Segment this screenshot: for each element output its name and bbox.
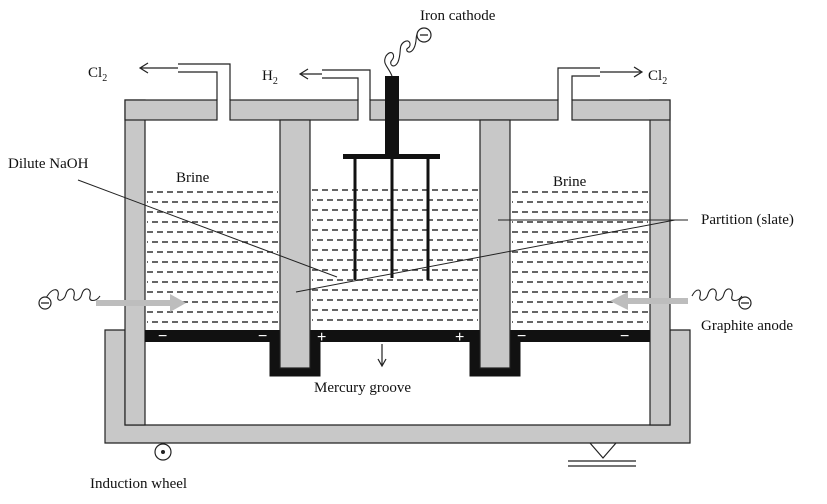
induction-wheel-hub (161, 450, 165, 454)
cl2-left-pipe (178, 63, 231, 100)
cl2-left-arrow (138, 62, 178, 74)
partition-right (479, 119, 511, 369)
cathode-bar (343, 154, 440, 159)
partition-left (279, 119, 311, 369)
mercury-sign-4: + (455, 329, 464, 346)
h2-label: H2 (262, 68, 278, 87)
cathode-coil-wire (384, 31, 421, 77)
right-anode-coil (691, 288, 743, 302)
cathode-rod (385, 76, 399, 156)
partition-leader-left (295, 219, 676, 293)
h2-pipe (322, 69, 371, 100)
mercury-sign-6: − (620, 328, 629, 345)
mercury-sign-1: − (158, 328, 167, 345)
cl2-right-arrow (600, 66, 644, 78)
lid-center-right (369, 99, 559, 121)
induction-wheel-label: Induction wheel (90, 476, 187, 492)
mercury-sign-2: − (258, 328, 267, 345)
partition-label: Partition (slate) (701, 212, 794, 228)
h2-arrow (298, 68, 322, 80)
cl2-right-pipe (557, 67, 600, 100)
left-anode-coil (44, 288, 101, 302)
cl2-left-label: Cl2 (88, 65, 107, 84)
lid-center (229, 99, 359, 121)
mercury-flow-arrow (377, 344, 387, 368)
left-anode-arrow (96, 294, 186, 312)
right-outer-wall (649, 99, 671, 426)
brine-left-label: Brine (176, 170, 210, 186)
liquid-levels (147, 189, 648, 323)
mercury-sign-5: − (517, 328, 526, 345)
right-anode-arrow (610, 292, 688, 310)
graphite-anode-label: Graphite anode (701, 318, 793, 334)
lid-right (571, 99, 671, 121)
dilute-naoh-leader-1 (77, 179, 338, 278)
mercury-groove-label: Mercury groove (314, 380, 411, 396)
mercury-sign-3: + (317, 329, 326, 346)
cl2-right-label: Cl2 (648, 68, 667, 87)
iron-cathode-label: Iron cathode (420, 8, 496, 24)
dilute-naoh-label: Dilute NaOH (8, 156, 89, 172)
left-outer-wall (124, 99, 146, 426)
lid-left (124, 99, 218, 121)
brine-right-label: Brine (553, 174, 587, 190)
mercury-layer (145, 330, 650, 342)
pivot-support-icon (568, 442, 636, 467)
